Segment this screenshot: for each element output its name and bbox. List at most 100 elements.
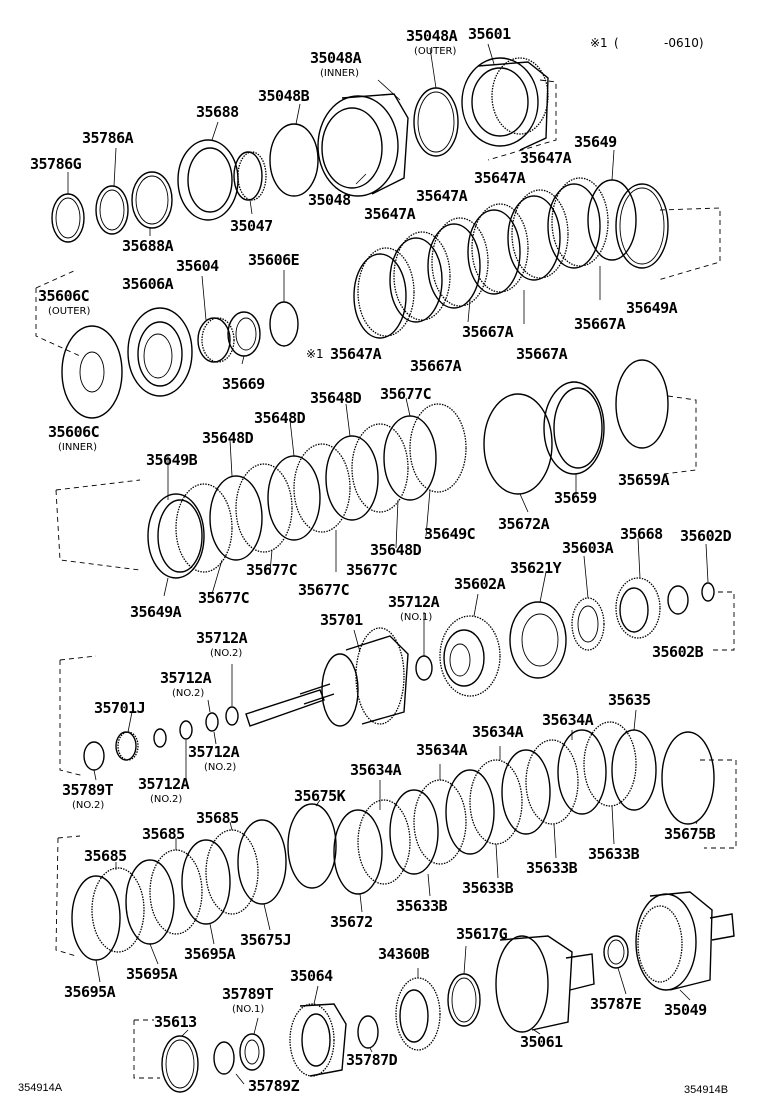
callout-label: 35675K — [294, 787, 346, 805]
spring-35604 — [197, 317, 235, 363]
callout-label: 35668 — [620, 525, 663, 543]
ring-35675K — [287, 803, 337, 889]
ring-35701J — [115, 731, 139, 761]
callout-label: 35647A — [474, 169, 526, 187]
clutch-plates-35648D — [147, 403, 467, 579]
callout-sublabel: (NO.1) — [232, 1004, 265, 1015]
callout-label: 35606C — [48, 423, 100, 441]
callout-label: 35685 — [196, 809, 239, 827]
callout-label: 35685 — [142, 825, 185, 843]
small-rings-35712A — [153, 706, 239, 748]
callout-label: 35712A — [138, 775, 190, 793]
callout-label: 35667A — [410, 357, 462, 375]
callout-label: 35789T — [62, 781, 114, 799]
callout-label: 35787D — [346, 1051, 398, 1069]
callout-sublabel: (OUTER) — [48, 306, 91, 317]
callout-label: 35648D — [370, 541, 422, 559]
washer-35602D — [701, 582, 715, 602]
ring-35659A — [615, 359, 669, 449]
seal-35688A — [131, 171, 173, 229]
callout-label: 35649A — [626, 299, 678, 317]
callout-label: 35602D — [680, 527, 732, 545]
callout-sublabel: (NO.1) — [400, 612, 433, 623]
callout-sublabel: (NO.2) — [172, 688, 205, 699]
rings-35789 — [213, 1033, 265, 1075]
callout-label: 35633B — [396, 897, 448, 915]
callout-label: 35648D — [202, 429, 254, 447]
ring-35675B — [661, 731, 715, 825]
callout-label: 35789T — [222, 985, 274, 1003]
callout-label: 35667A — [462, 323, 514, 341]
note-range: -0610) — [664, 36, 704, 50]
callout-mark: ※1 — [306, 347, 324, 361]
callout-sublabel: (NO.2) — [210, 648, 243, 659]
callout-label: 35647A — [416, 187, 468, 205]
callout-label: 35048 — [308, 191, 351, 209]
callout-label: 35667A — [574, 315, 626, 333]
callout-label: 35602B — [652, 643, 704, 661]
callout-label: 35064 — [290, 967, 333, 985]
callout-label: 35649A — [130, 603, 182, 621]
callout-sublabel: (NO.2) — [204, 762, 237, 773]
washer-35602B — [667, 585, 689, 615]
callout-label: 35649B — [146, 451, 198, 469]
callout-label: 35048A — [310, 49, 362, 67]
callout-label: 35047 — [230, 217, 273, 235]
callout-label: 35672 — [330, 913, 373, 931]
callout-label: 35647A — [364, 205, 416, 223]
callout-label: 35667A — [516, 345, 568, 363]
drum-35061 — [495, 935, 595, 1033]
callout-label: 35712A — [188, 743, 240, 761]
shaft-35701 — [245, 627, 409, 727]
figure-id-left: 354914A — [18, 1082, 63, 1094]
callout-label: 35701 — [320, 611, 363, 629]
callout-label: 35634A — [472, 723, 524, 741]
callout-label: 35048B — [258, 87, 310, 105]
ring-35672A — [483, 393, 553, 495]
callout-label: 35688A — [122, 237, 174, 255]
callout-label: 35602A — [454, 575, 506, 593]
ring-35688 — [177, 139, 239, 221]
callout-label: 35601 — [468, 25, 511, 43]
callout-label: 35604 — [176, 257, 219, 275]
callout-label: 35647A — [520, 149, 572, 167]
callout-label: 35712A — [160, 669, 212, 687]
drum-35049 — [635, 891, 735, 991]
piston-35659 — [543, 381, 605, 475]
piston-35048 — [317, 93, 409, 197]
callout-label: 35685 — [84, 847, 127, 865]
callout-label: 35695A — [126, 965, 178, 983]
callout-label: 35675J — [240, 931, 292, 949]
callout-label: 35647A — [330, 345, 382, 363]
ring-35787D — [357, 1015, 379, 1049]
callout-label: 35695A — [184, 945, 236, 963]
gear-35668 — [615, 577, 661, 639]
callout-label: 35634A — [350, 761, 402, 779]
note-mark: ※1 — [590, 36, 608, 50]
leader-lines — [67, 43, 709, 1085]
callout-label: 35701J — [94, 699, 146, 717]
callout-label: 35613 — [154, 1013, 197, 1031]
callout-label: 35659 — [554, 489, 597, 507]
ring-35613 — [161, 1035, 199, 1093]
callout-sublabel: (INNER) — [58, 442, 97, 453]
clutch-plates-35647A — [353, 177, 669, 339]
gear-35602A — [439, 615, 501, 697]
callout-sublabel: (OUTER) — [414, 46, 457, 57]
callout-label: 35049 — [664, 1001, 707, 1019]
callout-sublabel: (NO.2) — [150, 794, 183, 805]
callout-label: 35677C — [346, 561, 398, 579]
callout-label: 35649 — [574, 133, 617, 151]
callout-label: 35677C — [246, 561, 298, 579]
callout-label: 35648D — [254, 409, 306, 427]
callout-label: 34360B — [378, 945, 430, 963]
carrier-35621Y — [509, 601, 567, 679]
callout-label: 35617G — [456, 925, 508, 943]
piston-35606A — [127, 307, 193, 397]
ring-35786A — [95, 185, 129, 235]
callout-label: 35677C — [380, 385, 432, 403]
callout-label: 35677C — [198, 589, 250, 607]
callout-label: 35712A — [388, 593, 440, 611]
